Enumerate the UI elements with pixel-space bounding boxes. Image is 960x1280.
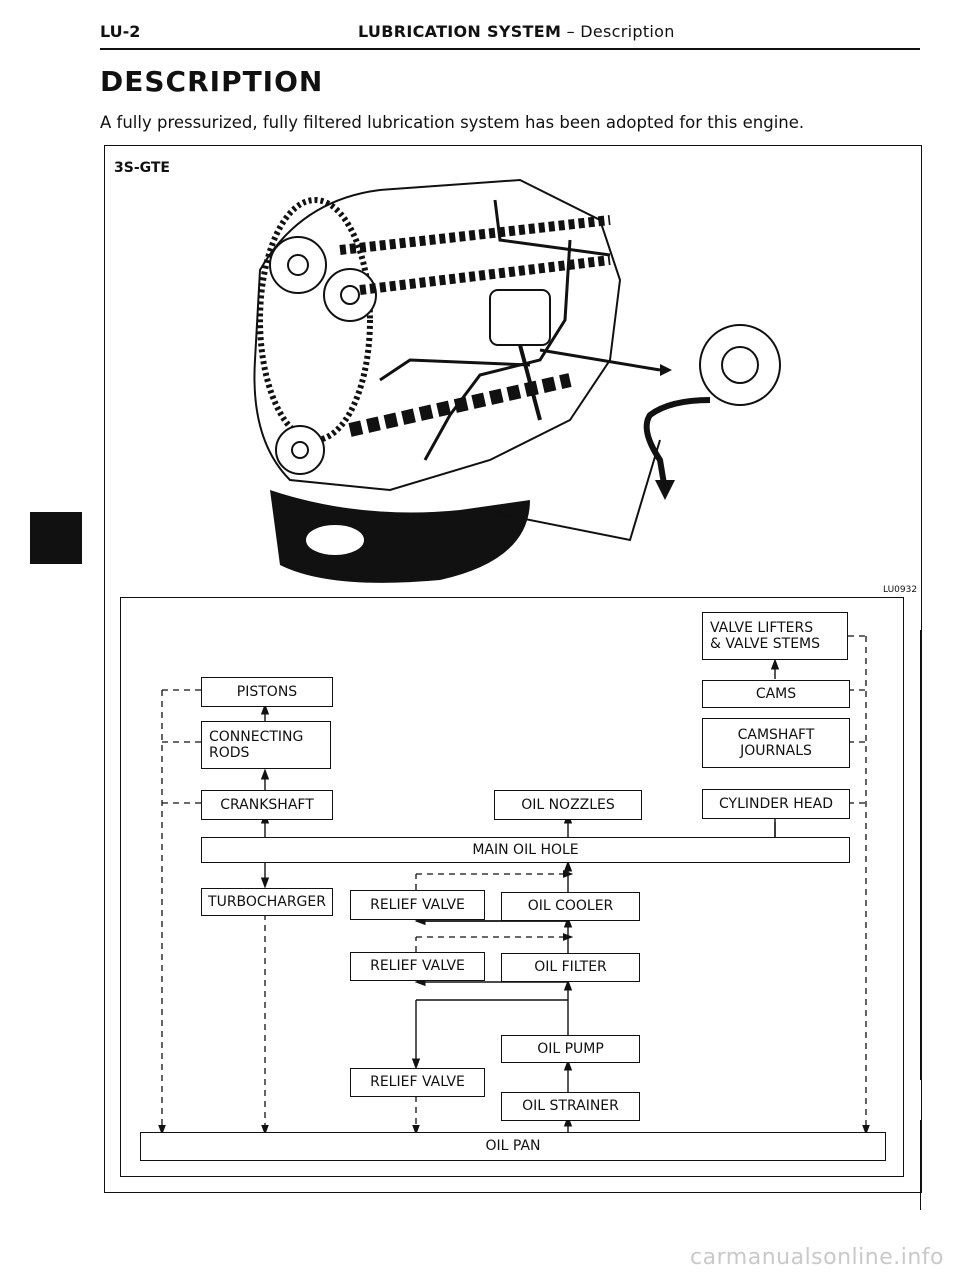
camshaft-journals-box: CAMSHAFT JOURNALS — [702, 718, 850, 768]
engine-model-label: 3S-GTE — [114, 160, 170, 176]
pistons-box: PISTONS — [201, 677, 333, 707]
relief-valve-3-box: RELIEF VALVE — [350, 1068, 485, 1097]
connecting-rods-box: CONNECTING RODS — [201, 721, 331, 769]
relief-valve-2-box: RELIEF VALVE — [350, 952, 485, 981]
section-code: LU-2 — [100, 22, 141, 41]
valve-lifters-box: VALVE LIFTERS & VALVE STEMS — [702, 612, 848, 660]
oil-pump-box: OIL PUMP — [501, 1035, 640, 1063]
turbocharger-box: TURBOCHARGER — [201, 888, 333, 916]
margin-line-lower — [920, 1120, 921, 1210]
figure-frame — [104, 145, 922, 1193]
intro-paragraph: A fully pressurized, fully filtered lubr… — [100, 113, 805, 132]
oil-strainer-box: OIL STRAINER — [501, 1092, 640, 1121]
oil-cooler-box: OIL COOLER — [501, 892, 640, 921]
flowchart-frame — [120, 597, 904, 1177]
header-title: LUBRICATION SYSTEM – Description — [358, 22, 675, 41]
page-header: LU-2 LUBRICATION SYSTEM – Description — [100, 20, 920, 50]
oil-nozzles-box: OIL NOZZLES — [494, 790, 642, 820]
crankshaft-box: CRANKSHAFT — [201, 790, 333, 820]
section-tab-marker — [30, 512, 82, 564]
figure-code: LU0932 — [883, 585, 918, 595]
cylinder-head-box: CYLINDER HEAD — [702, 789, 850, 819]
engine-illustration — [253, 178, 781, 583]
watermark: carmanualsonline.info — [690, 1245, 944, 1270]
relief-valve-1-box: RELIEF VALVE — [350, 890, 485, 920]
main-oil-hole-box: MAIN OIL HOLE — [201, 837, 850, 863]
oil-filter-box: OIL FILTER — [501, 953, 640, 982]
cams-box: CAMS — [702, 680, 850, 708]
oil-pan-box: OIL PAN — [140, 1132, 886, 1161]
header-title-main: LUBRICATION SYSTEM — [358, 22, 562, 41]
header-title-sub: – Description — [561, 22, 675, 41]
page-title: DESCRIPTION — [100, 65, 324, 98]
margin-line-upper — [920, 630, 921, 1080]
